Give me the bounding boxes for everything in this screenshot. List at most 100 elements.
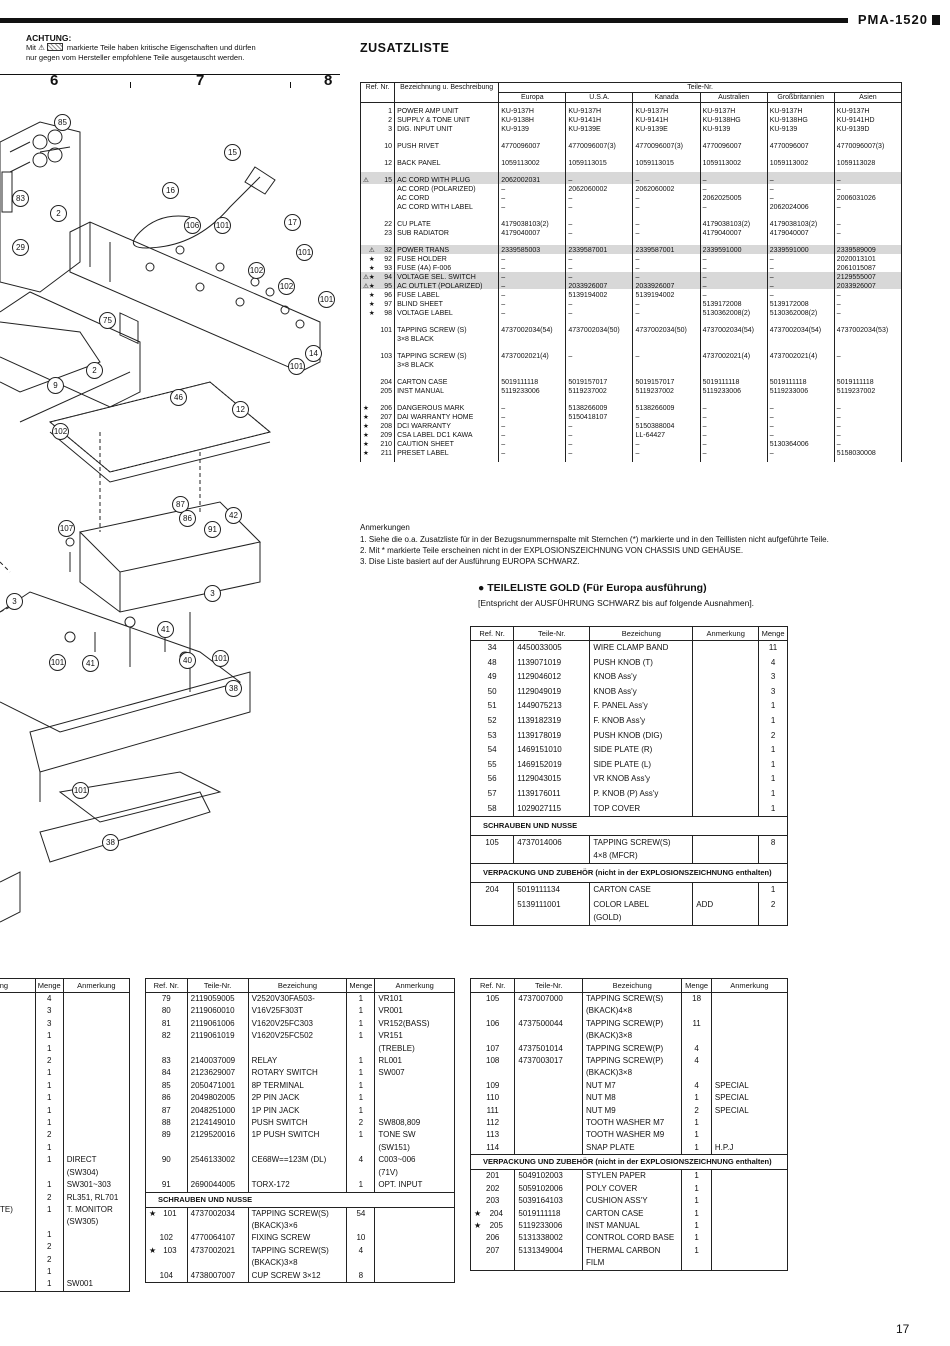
star-mark: ★ — [474, 1208, 482, 1218]
col-desc: Bezeichnung u. Beschreibung — [394, 82, 500, 103]
table-cell — [374, 1244, 455, 1270]
table-cell — [374, 1269, 455, 1283]
table-row: CH1SW301~303 — [0, 1179, 131, 1192]
table-cell: TONE SW (SW151) — [374, 1129, 455, 1155]
table-cell: 11 — [758, 640, 788, 656]
ref-cell: 82 — [145, 1030, 188, 1056]
table-cell: 2119059005 — [186, 992, 249, 1006]
table-cell — [514, 1141, 584, 1155]
table-cell: 1 — [681, 1207, 712, 1220]
part-number-cell: 4737002021(4) — [699, 348, 768, 374]
ref-number: 202 — [486, 1183, 500, 1193]
table-cell: 5119233006 — [514, 1219, 584, 1233]
scale-tick — [290, 82, 291, 88]
table-cell — [62, 1228, 131, 1242]
table-cell: 5039164103 — [514, 1195, 584, 1208]
ref-cell: 89 — [145, 1129, 188, 1155]
table-cell — [692, 728, 760, 744]
column-header: Menge — [758, 626, 788, 641]
ref-number: 203 — [486, 1196, 500, 1206]
table-cell: 10 — [346, 1232, 376, 1245]
section-header-row: SCHRAUBEN UND NUSSE — [145, 1191, 455, 1208]
ref-number: 102 — [159, 1233, 173, 1243]
callout-label: 15 — [224, 144, 241, 161]
table-cell: RL351, RL701 — [62, 1191, 131, 1204]
table-cell: 56 — [469, 772, 515, 787]
gold-list-title: ● TEILELISTE GOLD (Für Europa ausführung… — [478, 582, 707, 594]
table-cell: 34 — [469, 640, 515, 656]
callout-label: 29 — [12, 239, 29, 256]
table-cell — [62, 1265, 131, 1279]
column-header: Teile-Nr. — [514, 978, 584, 993]
callout-label: 85 — [54, 114, 71, 131]
table-cell: 8 — [346, 1269, 376, 1283]
ref-cell: 79 — [145, 992, 188, 1006]
table-cell: VR101 — [374, 992, 455, 1006]
column-header: Anmerkung — [374, 978, 455, 993]
ref-cell: 109 — [469, 1079, 516, 1093]
table-cell: 52 — [469, 713, 515, 729]
safety-mark: ⚠ — [363, 177, 369, 184]
part-number-cell: 4770096007 — [498, 138, 567, 155]
table-cell: 1 — [681, 1219, 712, 1233]
table-cell: 48 — [469, 655, 515, 671]
table-cell: 2119060010 — [186, 1005, 249, 1018]
scale-tick — [130, 82, 131, 88]
table-cell — [62, 1042, 131, 1056]
table-cell: 1 — [34, 1092, 64, 1105]
callout-label: 106 — [184, 217, 201, 234]
table-cell: 1 — [681, 1129, 712, 1142]
table-cell — [0, 992, 36, 1006]
ref-cell: 91 — [145, 1179, 188, 1192]
ref-cell: ★204 — [469, 1207, 516, 1220]
ref-number: 206 — [486, 1233, 500, 1243]
warning-triangle-icon: ⚠ — [38, 43, 45, 52]
part-number-cell: 1059113015 — [632, 155, 701, 172]
table-cell: SIDE PLATE (R) — [589, 743, 694, 758]
warning-title: ACHTUNG: — [26, 33, 72, 43]
ref-number: 114 — [486, 1142, 500, 1152]
table-cell: 1469151010 — [513, 743, 591, 758]
callout-label: 2 — [86, 362, 103, 379]
table-row: BASE2 — [0, 1241, 131, 1254]
part-number-cell: 2339591000 – – – – – 5139172008 51303620… — [766, 242, 835, 322]
table-cell: 1139178019 — [513, 728, 591, 744]
part-number-cell: – – — [833, 216, 903, 242]
part-number-cell: – – – – – 5158030008 — [833, 400, 903, 462]
table-cell — [692, 743, 760, 758]
table-cell: 53 — [469, 728, 515, 744]
ref-number: 207 — [486, 1245, 500, 1255]
table-cell: 1 — [758, 699, 788, 714]
ref-number: 32 92 93 94 95 96 97 98 — [384, 247, 393, 317]
table-cell: STYLEN PAPER — [582, 1169, 683, 1183]
description-cell: DANGEROUS MARK DAI WARRANTY HOME DCI WAR… — [394, 400, 500, 462]
part-number-cell: – – 2062025005 – — [699, 172, 768, 216]
part-number-cell: 2339589009 2020013101 2061015087 2129555… — [833, 242, 903, 322]
table-cell: CARTON CASE — [589, 882, 694, 898]
table-cell: KNOB Ass'y — [589, 670, 694, 685]
ref-number: 10 — [384, 143, 393, 150]
region-header: U.S.A. — [565, 92, 634, 103]
zusatzliste-table: Ref. Nr. Bezeichnung u. Beschreibung Tei… — [359, 82, 903, 462]
table-cell: 1 — [34, 1141, 64, 1155]
table-cell: 2049802005 — [186, 1092, 249, 1105]
section-header: VERPACKUNG UND ZUBEHÖR (nicht in der EXP… — [470, 1154, 788, 1171]
description-cell: TAPPING SCREW (S) 3×8 BLACK — [394, 348, 500, 374]
table-cell — [692, 640, 760, 656]
table-cell: 4 — [681, 1042, 712, 1056]
part-number-cell: – – – – 5130364006 – — [766, 400, 835, 462]
description-cell: AC CORD WITH PLUG AC CORD (POLARIZED) AC… — [394, 172, 500, 216]
ref-number: 88 — [161, 1118, 171, 1128]
table-cell: 1 — [34, 1067, 64, 1080]
ref-cell: 107 — [469, 1042, 516, 1056]
table-cell: TAPPING SCREW(P) — [582, 1042, 683, 1056]
table-cell: 1 — [681, 1232, 712, 1245]
table-cell — [62, 1005, 131, 1018]
table-cell — [692, 699, 760, 714]
